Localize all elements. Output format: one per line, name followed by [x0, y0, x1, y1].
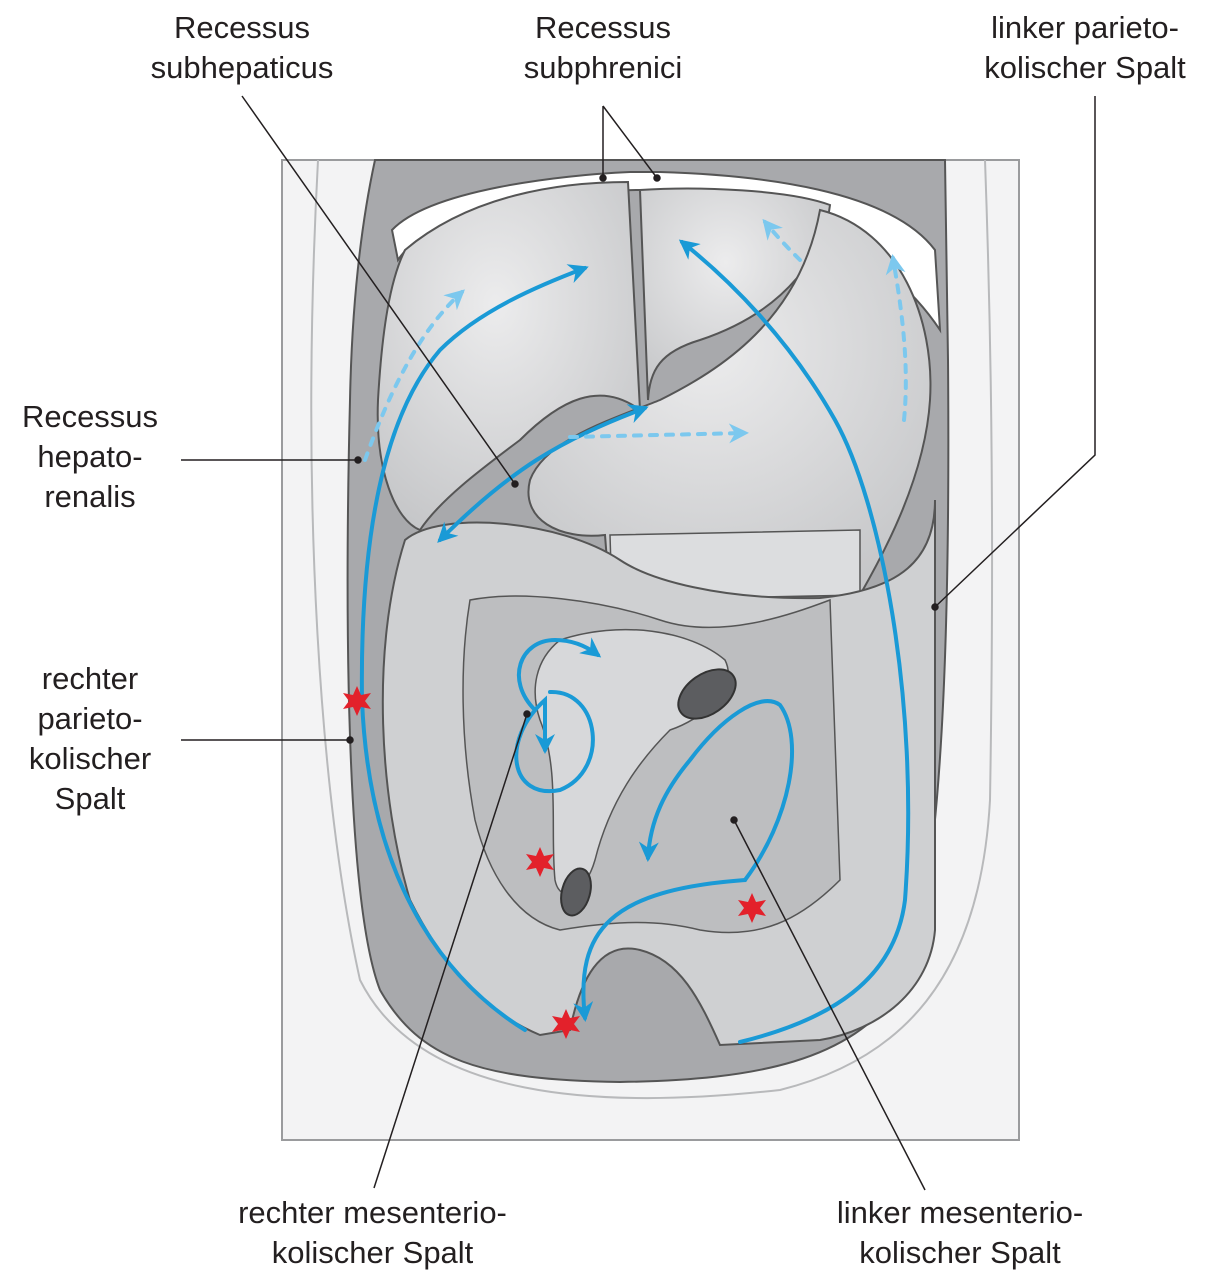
label-recessus-subphrenici: Recessus subphrenici — [488, 8, 718, 88]
label-line: subhepaticus — [122, 48, 362, 88]
label-recessus-subhepaticus: Recessus subhepaticus — [122, 8, 362, 88]
label-linker-parietokolischer-spalt: linker parieto- kolischer Spalt — [955, 8, 1215, 88]
label-line: rechter — [0, 659, 180, 699]
label-line: kolischer Spalt — [795, 1233, 1125, 1273]
label-linker-mesenteriokolischer-spalt: linker mesenterio- kolischer Spalt — [795, 1193, 1125, 1273]
label-line: hepato- — [0, 437, 180, 477]
label-line: Recessus — [0, 397, 180, 437]
label-line: Recessus — [122, 8, 362, 48]
label-line: linker mesenterio- — [795, 1193, 1125, 1233]
label-line: linker parieto- — [955, 8, 1215, 48]
label-line: Spalt — [0, 779, 180, 819]
label-line: subphrenici — [488, 48, 718, 88]
label-line: rechter mesenterio- — [200, 1193, 545, 1233]
label-rechter-mesenteriokolischer-spalt: rechter mesenterio- kolischer Spalt — [200, 1193, 545, 1273]
label-line: renalis — [0, 477, 180, 517]
label-line: kolischer Spalt — [955, 48, 1215, 88]
label-line: parieto- — [0, 699, 180, 739]
label-line: kolischer — [0, 739, 180, 779]
label-rechter-parietokolischer-spalt: rechter parieto- kolischer Spalt — [0, 659, 180, 819]
label-recessus-hepatorenalis: Recessus hepato- renalis — [0, 397, 180, 517]
label-line: Recessus — [488, 8, 718, 48]
label-line: kolischer Spalt — [200, 1233, 545, 1273]
